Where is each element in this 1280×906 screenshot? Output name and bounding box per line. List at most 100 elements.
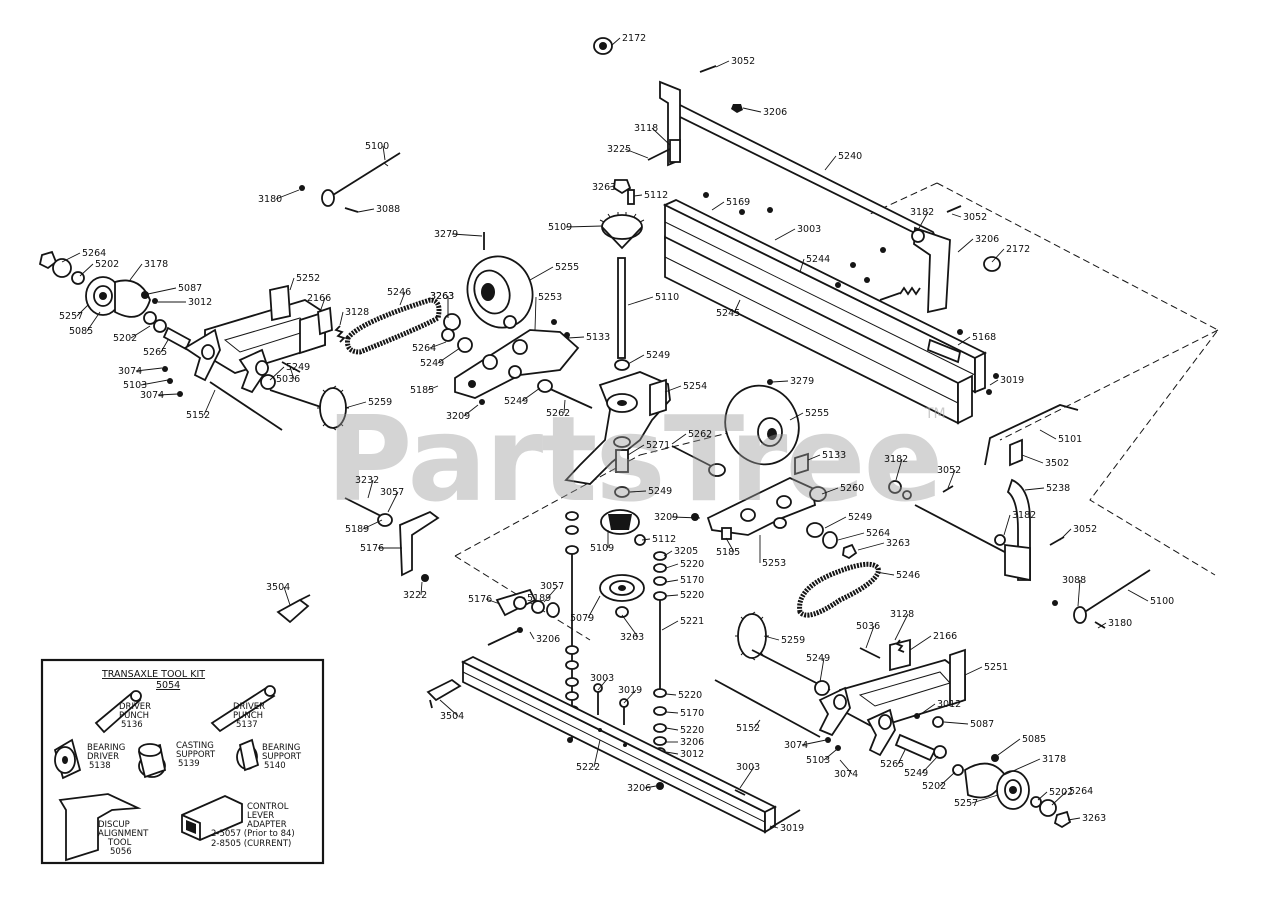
part-number-label: 5249: [286, 362, 310, 373]
part-number-label: 5168: [972, 332, 996, 343]
part-number-label: 5103: [123, 380, 147, 391]
part-number-label: 3019: [618, 685, 642, 696]
tool-kit-item-label: PUNCH: [233, 711, 263, 721]
callout-leader: [283, 586, 291, 606]
callout-leader: [451, 233, 483, 237]
part-number-label: 5220: [680, 590, 704, 601]
part-number-label: 3279: [434, 229, 458, 240]
part-number-label: 5240: [838, 151, 862, 162]
part-number-label: 5222: [576, 762, 600, 773]
watermark: PartsTree: [326, 390, 942, 528]
part-number-label: 3074: [784, 740, 808, 751]
part-number-label: 3232: [355, 475, 379, 486]
part-number-label: 5103: [806, 755, 830, 766]
callout-leader: [943, 721, 969, 725]
part-number-label: 3052: [963, 212, 987, 223]
part-number-label: 5176: [468, 594, 492, 605]
part-number-label: 3057: [380, 487, 404, 498]
callout-leader: [629, 490, 647, 493]
tool-kit-item-label: DRIVER: [119, 702, 151, 712]
part-number-label: 5260: [840, 483, 864, 494]
part-number-label: 3504: [440, 711, 464, 722]
callout-leader: [957, 336, 971, 346]
tool-kit-item-label: TOOL: [107, 838, 132, 848]
part-number-label: 3074: [834, 769, 858, 780]
callout-leader: [909, 635, 932, 651]
callout-leader: [420, 581, 423, 596]
left-axle-assembly: [38, 152, 401, 431]
linkage-5176-lower: [487, 588, 560, 646]
callout-leader: [821, 487, 839, 495]
callout-leader: [799, 258, 805, 273]
part-number-label: 5185: [716, 547, 740, 558]
callout-leader: [633, 194, 643, 197]
tool-kit-item-label: 2-8505 (CURRENT): [211, 839, 291, 849]
callout-leader: [665, 594, 679, 597]
callout-leader: [203, 389, 216, 416]
part-number-label: 5152: [736, 723, 760, 734]
part-number-label: 3263: [620, 632, 644, 643]
callout-leader: [339, 311, 344, 326]
callout-leader: [957, 238, 974, 253]
callout-leader: [971, 794, 999, 804]
driver-punch-5136: [94, 690, 142, 734]
part-number-label: 5152: [186, 410, 210, 421]
callout-leader: [597, 677, 609, 691]
part-number-label: 5112: [644, 190, 668, 201]
callout-leader: [725, 537, 735, 553]
callout-leader: [609, 185, 615, 188]
part-number-label: 3088: [376, 204, 400, 215]
center-shaft-5110: [564, 179, 671, 498]
part-number-label: 5133: [586, 332, 610, 343]
tool-kit-item-label: ADAPTER: [247, 820, 287, 830]
callout-leader: [1127, 589, 1149, 602]
bearing-support-5140: [236, 738, 260, 772]
part-number-label: 5252: [296, 273, 320, 284]
part-number-label: 3263: [886, 538, 910, 549]
callout-leader: [387, 491, 399, 513]
part-number-label: 5110: [655, 292, 679, 303]
frame-rail-5245: [664, 235, 973, 425]
part-number-label: 5085: [69, 326, 93, 337]
part-number-label: 5220: [678, 690, 702, 701]
callout-leader: [1039, 429, 1057, 440]
callout-leader: [485, 598, 501, 605]
part-number-label: 5245: [716, 308, 740, 319]
part-number-label: 5249: [904, 768, 928, 779]
part-number-label: 3206: [627, 783, 651, 794]
belt-5246-right: [797, 561, 881, 618]
part-number-label: 5100: [1150, 596, 1174, 607]
part-number-label: 3279: [790, 376, 814, 387]
part-number-label: 5221: [680, 616, 704, 627]
callout-leader: [715, 60, 730, 68]
bracket-5238: [888, 438, 1151, 629]
callout-leader: [147, 287, 177, 295]
part-number-label: 5249: [806, 653, 830, 664]
casting-support-5139: [137, 743, 167, 779]
part-number-label: 3225: [607, 144, 631, 155]
callout-leader: [1021, 454, 1044, 464]
tool-kit-number: 5054: [156, 680, 180, 691]
callout-leader: [661, 620, 679, 631]
callout-leader: [733, 299, 741, 314]
part-number-label: 3178: [1042, 754, 1066, 765]
callout-leader: [439, 699, 459, 717]
part-number-label: 5255: [805, 408, 829, 419]
callout-leader: [807, 454, 821, 461]
frame-rail-5244: [662, 192, 999, 395]
disc-5255-upper: [466, 232, 534, 329]
part-number-label: 3012: [188, 297, 212, 308]
callout-leader: [711, 201, 725, 211]
callout-leader: [1077, 579, 1081, 607]
part-number-label: 3003: [736, 762, 760, 773]
tool-kit-item-label: SUPPORT: [262, 752, 302, 762]
part-number-label: 3088: [1062, 575, 1086, 586]
callout-leader: [521, 387, 541, 402]
shift-lever-3504-lower: [426, 678, 462, 709]
callout-leader: [593, 739, 601, 768]
callout-leader: [621, 614, 639, 638]
part-number-label: 3057: [540, 581, 564, 592]
callout-leader: [587, 595, 601, 619]
callout-leader: [917, 703, 936, 717]
tool-kit-item-label: DISCUP: [98, 820, 130, 830]
